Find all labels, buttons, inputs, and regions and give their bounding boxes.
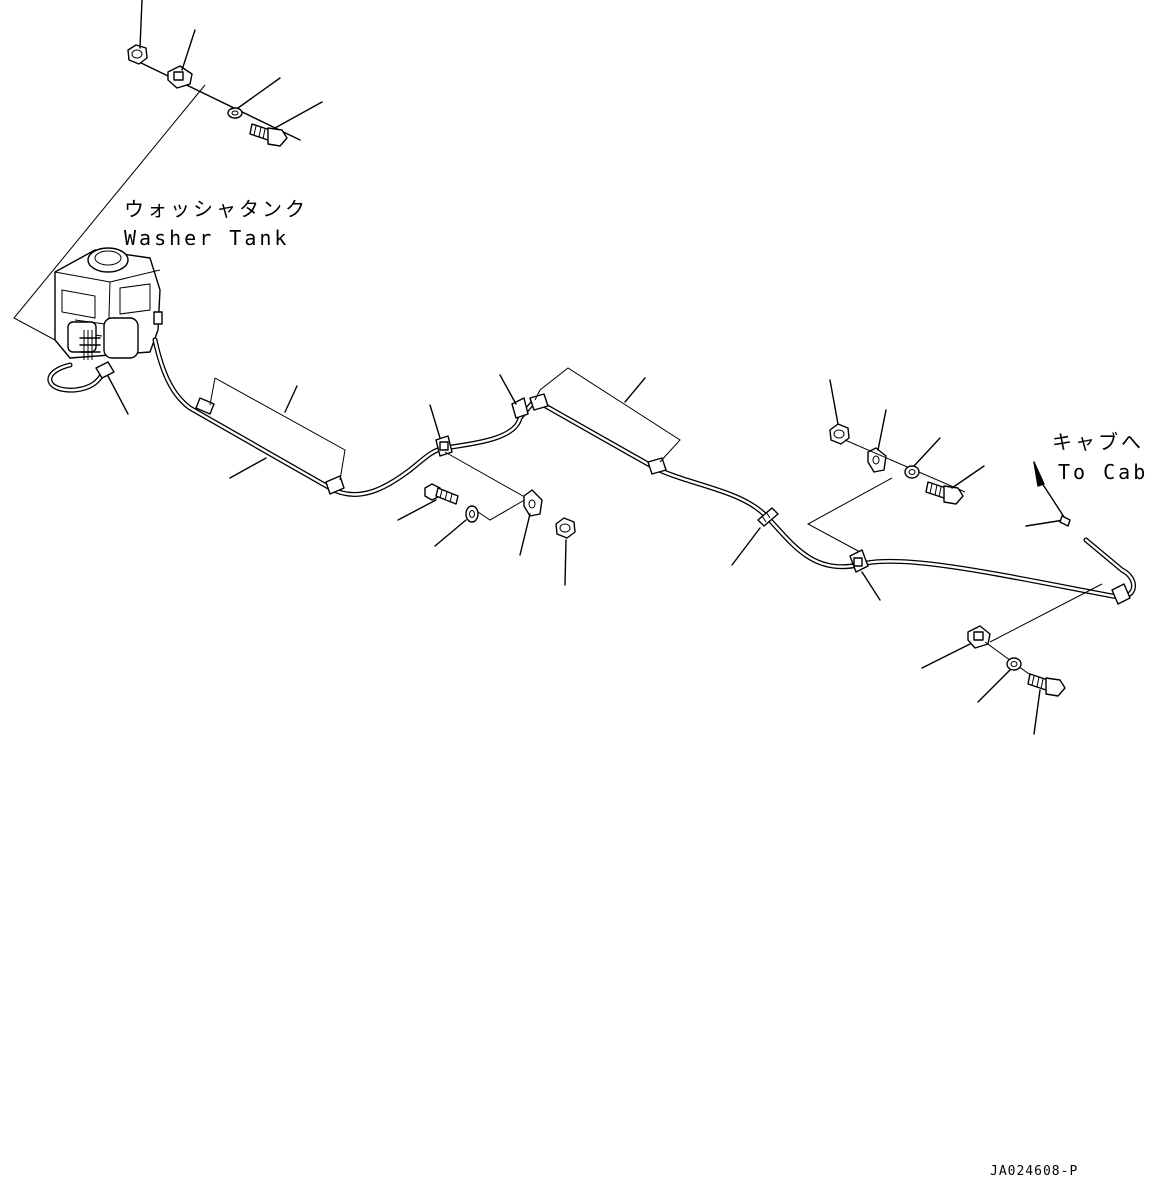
leader-line <box>139 0 143 49</box>
leader-line <box>284 385 298 413</box>
nut-top-left <box>127 44 148 65</box>
bolt-right <box>925 481 964 505</box>
hose-connector-middle <box>731 507 779 566</box>
leader-line <box>237 77 281 109</box>
leader-line <box>429 404 441 439</box>
nut-middle <box>555 517 576 539</box>
hose-protector-sleeve-2 <box>529 367 681 475</box>
tank-mount-tab <box>153 311 163 325</box>
leader-line <box>564 539 567 586</box>
hose-protector-sleeve-1 <box>195 377 346 495</box>
assembly-centerline <box>444 451 531 501</box>
leader-line <box>229 457 267 479</box>
leader-line <box>624 377 646 403</box>
washer-tank-label-jp: ウォッシャタンク <box>124 197 308 221</box>
bolt-middle <box>424 483 459 505</box>
leader-line <box>877 409 887 451</box>
washer-lower-right <box>1006 657 1022 671</box>
to-cab-label-en: To Cab <box>1058 460 1148 484</box>
drawing-code: JA024608-P <box>990 1164 1078 1179</box>
leader-line <box>519 513 531 556</box>
washer-hose <box>152 337 1136 600</box>
clip-right <box>867 447 887 473</box>
clip-top-left <box>167 65 193 89</box>
leader-line <box>1033 689 1041 735</box>
tank-outlet-loop <box>47 361 129 415</box>
leader-line <box>397 499 437 521</box>
washer-tank-label-en: Washer Tank <box>124 226 289 250</box>
clip-middle <box>523 489 543 517</box>
washer-top-left <box>227 107 243 119</box>
hose-clamp-upper-bend <box>499 374 529 419</box>
leader-line <box>1025 519 1065 527</box>
leader-line <box>731 527 761 566</box>
leader-line <box>274 101 323 129</box>
leader-line <box>913 437 941 467</box>
leader-line <box>861 571 881 601</box>
washer-tank <box>54 247 163 360</box>
assembly-centerline <box>477 497 529 521</box>
clip-lower-right <box>967 625 991 649</box>
to-cab-label-jp: キャブへ <box>1052 430 1144 454</box>
leader-line <box>951 465 985 489</box>
bolt-lower-right <box>1027 673 1066 697</box>
reference-line <box>13 84 206 341</box>
leader-line <box>829 379 839 425</box>
upper-mounting-hardware-group <box>13 0 323 341</box>
leader-line <box>977 669 1011 703</box>
right-upper-hardware-group <box>806 379 985 553</box>
right-lower-hardware-group <box>921 583 1103 735</box>
assembly-centerline <box>134 59 301 141</box>
reference-line <box>989 583 1103 643</box>
reference-line <box>806 477 893 553</box>
leader-line <box>434 519 467 547</box>
bolt-top-left <box>249 123 288 147</box>
assembly-centerline <box>844 439 966 493</box>
middle-mounting-hardware-group <box>397 404 576 586</box>
tank-cap <box>87 247 129 273</box>
leader-line <box>181 29 196 71</box>
washer-right <box>904 465 920 479</box>
hose-clamp-right <box>849 549 881 601</box>
clamp-middle <box>435 435 453 457</box>
hose-clamp-far-right <box>1111 583 1131 605</box>
leader-line <box>921 643 971 669</box>
leader-line <box>499 374 517 405</box>
washer-pump <box>67 317 139 360</box>
leader-line <box>107 375 129 415</box>
washer-middle <box>465 505 479 523</box>
to-cab-direction-arrow <box>1025 461 1071 527</box>
